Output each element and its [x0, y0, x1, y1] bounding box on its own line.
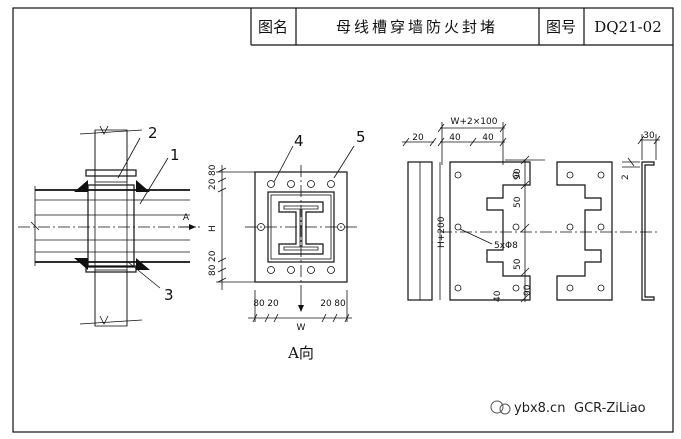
front-view: 20 80 H 80 20 80 20 W 20 80 4 5 A向 — [208, 128, 366, 362]
drawing-number: DQ21-02 — [594, 18, 662, 36]
wall-upper — [94, 129, 128, 183]
view-arrow-label: A — [183, 213, 190, 223]
detail-dim-right-50-bottom: 50 — [513, 258, 523, 270]
callout-3: 3 — [164, 286, 174, 304]
detail-view: W+2×100 40 40 20 H+200 90 50 50 90 40 5x… — [402, 117, 661, 303]
callout-5: 5 — [356, 128, 366, 146]
detail-dim-right-90-top: 90 — [513, 168, 523, 180]
callout-1: 1 — [170, 146, 180, 164]
front-dim-bottom-80-right: 80 — [334, 299, 346, 309]
seal-plate-upper — [85, 169, 137, 177]
busway-section — [278, 201, 324, 255]
fire-seal-filling — [87, 184, 135, 268]
detail-dim-top-width: W+2×100 — [451, 117, 498, 127]
plate-half-left — [449, 161, 531, 301]
watermark-site: ybx8.cn — [514, 401, 565, 416]
watermark: ybx8.cn GCR-ZiLiao — [490, 400, 646, 416]
sheet-border — [12, 7, 674, 433]
detail-hole-note: 5xΦ8 — [494, 241, 518, 251]
side-profile — [641, 161, 655, 301]
detail-dim-side-30: 30 — [643, 131, 655, 141]
detail-dim-bottom-40: 40 — [493, 290, 503, 302]
watermark-brand: GCR-ZiLiao — [574, 401, 646, 416]
front-view-caption: A向 — [287, 344, 314, 362]
bolt-holes — [257, 180, 345, 274]
front-dim-left-20-top: 20 — [208, 178, 218, 190]
front-dim-bottom-20-right: 20 — [320, 299, 332, 309]
front-dim-left-h: H — [208, 225, 218, 232]
front-dim-bottom-20-left: 20 — [267, 299, 279, 309]
callout-2: 2 — [148, 124, 158, 142]
detail-dim-right-50-top: 50 — [513, 196, 523, 208]
plate-half-right — [556, 161, 613, 301]
detail-dim-side-2: 2 — [621, 174, 631, 180]
detail-dim-top-40-right: 40 — [482, 133, 494, 143]
detail-bolt-holes — [454, 171, 605, 292]
detail-dim-top-40-left: 40 — [449, 133, 461, 143]
front-dim-left-80-bottom: 80 — [208, 264, 218, 276]
section-view: A 2 1 3 — [18, 124, 200, 327]
front-dim-left-20-bottom: 20 — [208, 250, 218, 262]
front-dim-left-80-top: 80 — [208, 164, 218, 176]
view-arrow: A — [180, 213, 196, 230]
busway — [30, 186, 190, 266]
detail-dim-height: H+200 — [437, 216, 447, 248]
detail-dim-right-90-bottom: 90 — [523, 284, 533, 296]
callout-4: 4 — [294, 132, 304, 150]
wall-lower — [94, 269, 128, 327]
title-block: 图名 母线槽穿墙防火封堵 图号 DQ21-02 — [250, 8, 673, 46]
detail-dim-left-20: 20 — [412, 133, 424, 143]
front-dim-bottom-w: W — [297, 323, 306, 333]
title-name-label: 图名 — [258, 18, 288, 36]
front-dim-bottom-80-left: 80 — [253, 299, 265, 309]
title-number-label: 图号 — [546, 18, 576, 36]
angle-bracket — [74, 180, 150, 270]
drawing-title: 母线槽穿墙防火封堵 — [336, 18, 498, 36]
